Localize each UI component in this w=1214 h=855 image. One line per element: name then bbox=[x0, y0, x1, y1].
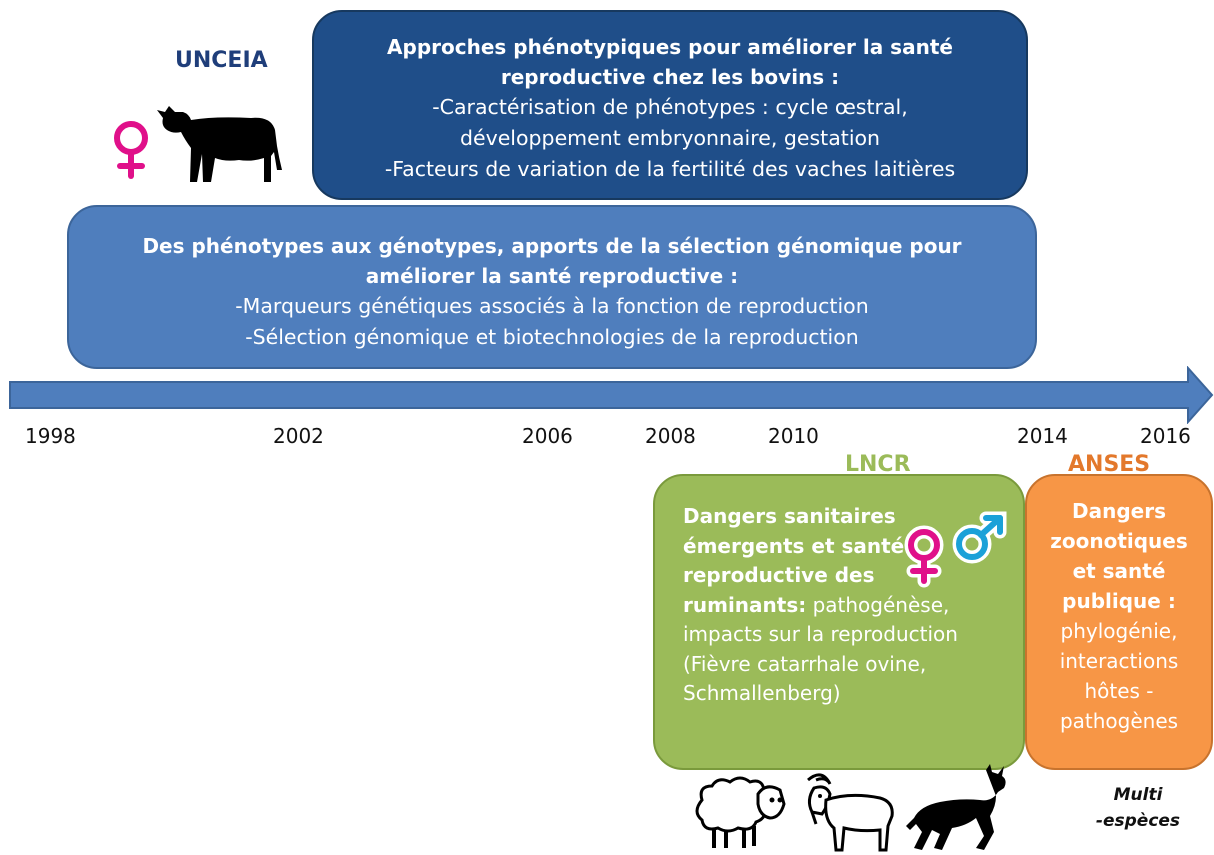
zoonotic-regular-line-2: interactions bbox=[1059, 649, 1179, 673]
zoonotic-bold-line-3: et santé bbox=[1072, 559, 1166, 583]
multi-species-label: Multi -espèces bbox=[1090, 782, 1186, 834]
genomic-body-line-1: -Marqueurs génétiques associés à la fonc… bbox=[235, 294, 869, 318]
multi-species-line-1: Multi bbox=[1113, 785, 1163, 805]
dangers-regular-line-1: impacts sur la reproduction bbox=[683, 622, 958, 646]
zoonotic-regular-line-1: phylogénie, bbox=[1060, 619, 1178, 643]
dangers-regular-line-3: Schmallenberg) bbox=[683, 681, 841, 705]
timeline-year-1998: 1998 bbox=[25, 424, 76, 448]
org-label-unceia: UNCEIA bbox=[175, 48, 268, 73]
timeline-year-2006: 2006 bbox=[522, 424, 573, 448]
zoonotic-bold-line-2: zoonotiques bbox=[1050, 529, 1188, 553]
female-symbol-icon bbox=[904, 525, 944, 588]
zoonotic-regular-line-4: pathogènes bbox=[1059, 709, 1179, 733]
phenotypic-title-line-2: reproductive chez les bovins : bbox=[500, 65, 840, 89]
female-symbol-icon bbox=[110, 117, 152, 183]
phenotypic-body-line-3: -Facteurs de variation de la fertilité d… bbox=[384, 157, 956, 181]
dangers-bold-line-2: émergents et santé bbox=[683, 533, 905, 558]
dangers-mixed-line: ruminants: pathogénèse, bbox=[683, 591, 1013, 621]
zoonotic-bold-line-4: publique : bbox=[1062, 589, 1176, 613]
timeline-year-2014: 2014 bbox=[1017, 424, 1068, 448]
genomic-body-line-2: -Sélection génomique et biotechnologies … bbox=[245, 325, 859, 349]
zoonotic-dangers-box: Dangers zoonotiques et santé publique : … bbox=[1025, 474, 1213, 770]
genomic-title-line-2: améliorer la santé reproductive : bbox=[365, 264, 739, 288]
dangers-bold-line-1: Dangers sanitaires bbox=[683, 504, 896, 528]
dangers-bold-line-3: reproductive des bbox=[683, 563, 875, 587]
timeline-year-2002: 2002 bbox=[273, 424, 324, 448]
dangers-mixed-bold: ruminants: bbox=[683, 592, 807, 617]
multi-species-line-2: -espèces bbox=[1095, 811, 1181, 831]
emerging-dangers-box: Dangers sanitaires émergents et santé re… bbox=[653, 474, 1025, 770]
org-label-anses: ANSES bbox=[1068, 452, 1151, 477]
phenotypic-body-line-2: développement embryonnaire, gestation bbox=[459, 126, 881, 150]
male-symbol-icon bbox=[952, 511, 1007, 564]
genomic-selection-box: Des phénotypes aux génotypes, apports de… bbox=[67, 205, 1037, 369]
genomic-title-line-1: Des phénotypes aux génotypes, apports de… bbox=[142, 234, 962, 258]
zoonotic-regular-line-3: hôtes - bbox=[1084, 679, 1154, 703]
cow-icon bbox=[157, 106, 282, 182]
timeline-year-2008: 2008 bbox=[645, 424, 696, 448]
dangers-regular-line-2: (Fièvre catarrhale ovine, bbox=[683, 651, 927, 676]
timeline-year-2010: 2010 bbox=[768, 424, 819, 448]
bull-icon bbox=[906, 764, 1006, 850]
sheep-icon bbox=[695, 776, 786, 848]
timeline-arrow bbox=[9, 366, 1214, 424]
goat-icon bbox=[807, 773, 894, 852]
phenotypic-body-line-1: -Caractérisation de phénotypes : cycle œ… bbox=[432, 95, 908, 119]
phenotypic-title-line-1: Approches phénotypiques pour améliorer l… bbox=[387, 35, 953, 59]
zoonotic-bold-line-1: Dangers bbox=[1072, 499, 1166, 523]
org-label-lncr: LNCR bbox=[845, 452, 911, 477]
timeline-year-2016: 2016 bbox=[1140, 424, 1191, 448]
phenotypic-approaches-box: Approches phénotypiques pour améliorer l… bbox=[312, 10, 1028, 200]
dangers-mixed-regular: pathogénèse, bbox=[806, 592, 950, 617]
